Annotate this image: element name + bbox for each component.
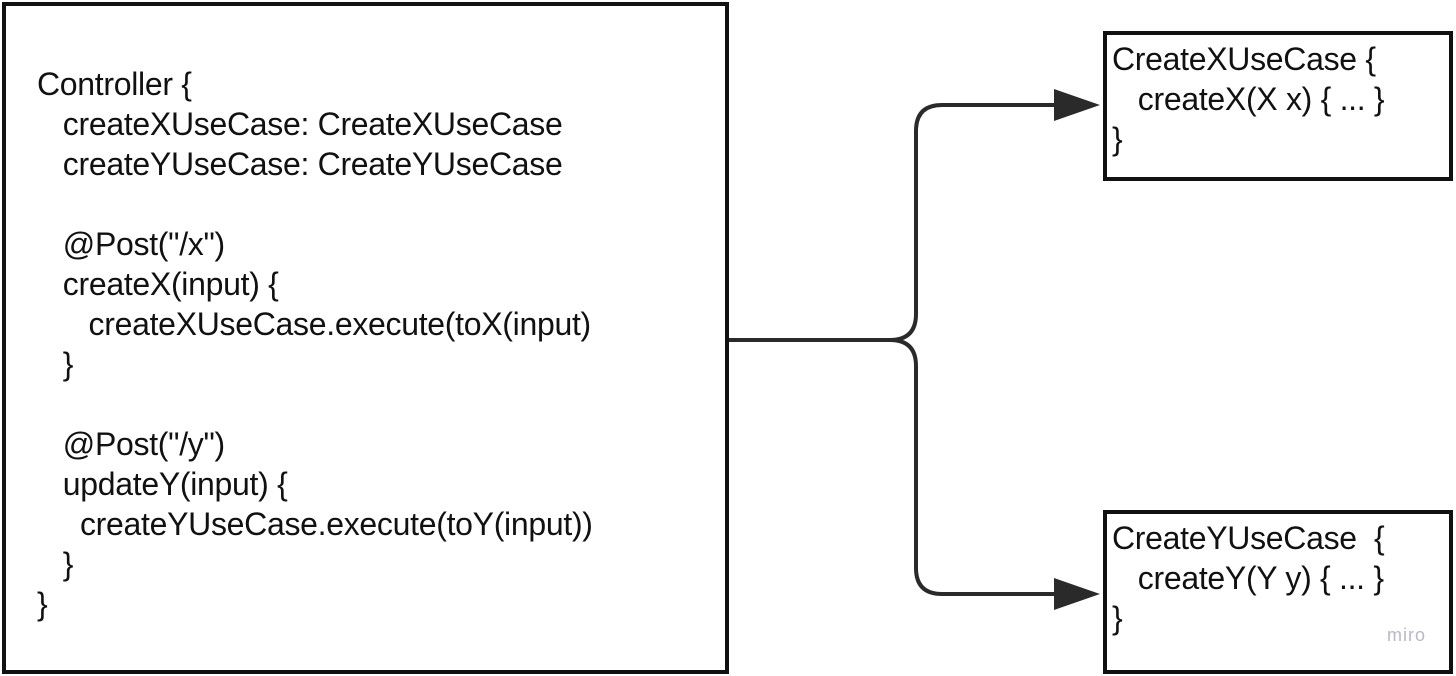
arrow-to-create-y-use-case	[889, 338, 1054, 596]
create-y-use-case-line: }	[1112, 600, 1123, 636]
controller-code-line: @Post("/y")	[37, 426, 225, 462]
controller-code-line: createXUseCase: CreateXUseCase	[37, 106, 563, 142]
controller-code-line: }	[37, 586, 48, 622]
create-x-use-case-line: }	[1112, 121, 1123, 157]
create-x-use-case-box: CreateXUseCase { createX(X x) { ... } }	[1103, 31, 1453, 181]
create-x-use-case-line: CreateXUseCase {	[1112, 41, 1376, 77]
arrowhead-x	[1054, 89, 1100, 121]
controller-code-line: @Post("/x")	[37, 226, 225, 262]
controller-code-line: createYUseCase.execute(toY(input))	[37, 506, 593, 542]
controller-code-line: createX(input) {	[37, 266, 279, 302]
controller-code-line: Controller {	[37, 66, 192, 102]
create-y-use-case-box: CreateYUseCase { createY(Y y) { ... } }	[1103, 510, 1453, 674]
create-y-use-case-line: CreateYUseCase {	[1112, 520, 1385, 556]
create-y-use-case-line: createY(Y y) { ... }	[1112, 560, 1384, 596]
arrowhead-y	[1054, 578, 1100, 610]
controller-box: Controller { createXUseCase: CreateXUseC…	[2, 2, 729, 674]
controller-code-line: createXUseCase.execute(toX(input)	[37, 306, 592, 342]
create-x-use-case-line: createX(X x) { ... }	[1112, 81, 1385, 117]
miro-watermark: miro	[1387, 625, 1426, 645]
controller-code-line: }	[37, 346, 74, 382]
controller-code-line: updateY(input) {	[37, 466, 288, 502]
controller-code-line: createYUseCase: CreateYUseCase	[37, 146, 563, 182]
arrow-to-create-x-use-case	[889, 103, 1054, 342]
controller-code-line: }	[37, 546, 74, 582]
